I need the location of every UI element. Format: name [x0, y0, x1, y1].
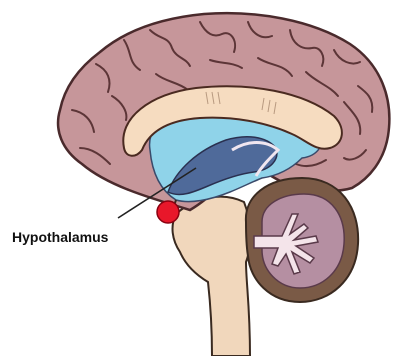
hypothalamus-label: Hypothalamus: [12, 229, 109, 245]
hypothalamus-marker: [157, 201, 179, 223]
cerebellum: [246, 178, 358, 302]
brainstem: [173, 197, 251, 356]
